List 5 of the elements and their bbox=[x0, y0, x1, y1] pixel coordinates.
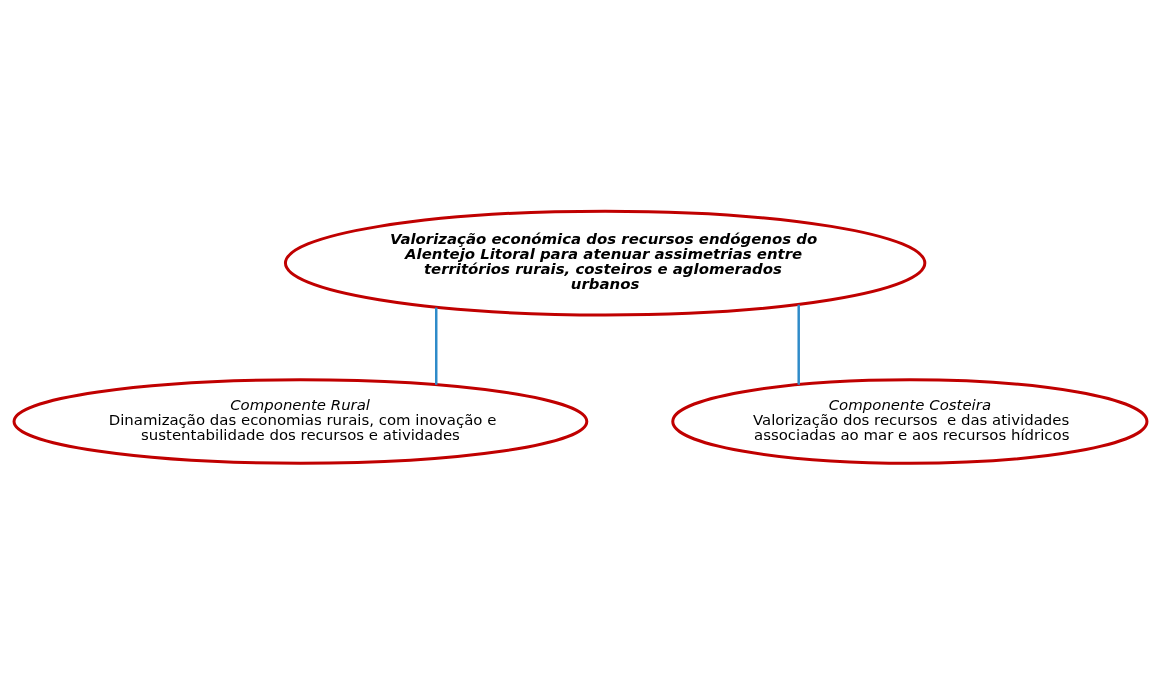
node-ellipse: Valorização económica dos recursos endógenos do Alentejo Litoral para atenuar assimetrias entre territórios rurais, costeiros e aglomerados urbanos bbox=[283, 209, 927, 317]
node-ellipse: Componente Rural Dinamização das economias rurais, com inovação e sustentabilidade dos recursos e atividades bbox=[12, 377, 589, 465]
connector bbox=[797, 304, 800, 385]
node-ellipse: Componente Costeira Valorização dos recursos e das atividades associadas ao mar e aos recursos hídricos bbox=[671, 377, 1149, 465]
connector bbox=[435, 307, 438, 385]
